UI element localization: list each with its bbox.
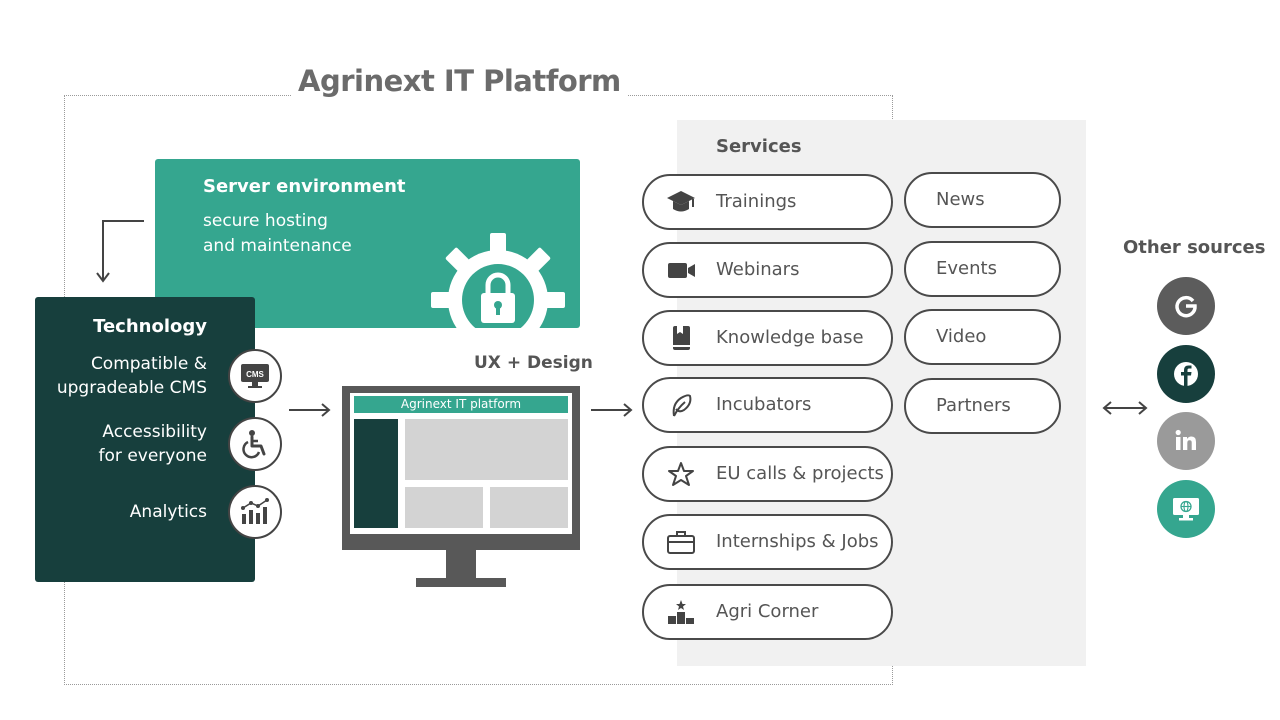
service-label: EU calls & projects xyxy=(716,463,884,484)
cms-monitor-icon: CMS xyxy=(228,349,282,403)
svg-text:CMS: CMS xyxy=(246,370,264,379)
other-sources-title: Other sources xyxy=(1123,237,1266,258)
services-title: Services xyxy=(716,136,802,157)
service-label: Trainings xyxy=(716,191,797,212)
book-icon xyxy=(673,326,690,350)
service-trainings[interactable]: Trainings xyxy=(642,174,893,230)
service-label: Video xyxy=(936,326,987,347)
podium-icon xyxy=(668,600,694,624)
service-events[interactable]: Events xyxy=(904,241,1061,297)
ux-design-label: UX + Design xyxy=(474,353,593,373)
service-incubators[interactable]: Incubators xyxy=(642,377,893,433)
analytics-label: Analytics xyxy=(129,502,207,522)
wheelchair-icon xyxy=(228,417,282,471)
service-knowledge-base[interactable]: Knowledge base xyxy=(642,310,893,366)
video-camera-icon xyxy=(668,263,695,278)
server-title: Server environment xyxy=(203,176,406,197)
service-label: Internships & Jobs xyxy=(716,531,879,552)
service-label: Incubators xyxy=(716,394,812,415)
star-icon xyxy=(668,462,694,486)
service-agri-corner[interactable]: Agri Corner xyxy=(642,584,893,640)
service-news[interactable]: News xyxy=(904,172,1061,228)
ux-to-services-arrow xyxy=(591,403,633,417)
service-eu-calls-projects[interactable]: EU calls & projects xyxy=(642,446,893,502)
page-title: Agrinext IT Platform xyxy=(292,64,627,98)
technology-to-ux-arrow xyxy=(289,403,331,417)
facebook-icon[interactable] xyxy=(1157,345,1215,403)
service-label: Webinars xyxy=(716,259,800,280)
service-webinars[interactable]: Webinars xyxy=(642,242,893,298)
monitor-base xyxy=(416,578,506,587)
cms-label: Compatible & upgradeable CMS xyxy=(56,354,207,398)
screen-content-block xyxy=(490,487,568,528)
screen-sidebar xyxy=(354,419,398,528)
server-line-2: and maintenance xyxy=(203,236,352,256)
service-label: Partners xyxy=(936,395,1011,416)
google-icon[interactable] xyxy=(1157,277,1215,335)
service-video[interactable]: Video xyxy=(904,309,1061,365)
service-label: Agri Corner xyxy=(716,601,819,622)
technology-box: Technology Compatible & upgradeable CMS … xyxy=(35,297,255,582)
service-label: Knowledge base xyxy=(716,327,864,348)
linkedin-icon[interactable] xyxy=(1157,412,1215,470)
service-label: News xyxy=(936,189,985,210)
graduation-cap-icon xyxy=(667,191,695,212)
screen-content-block xyxy=(405,487,483,528)
analytics-chart-icon xyxy=(228,485,282,539)
server-line-1: secure hosting xyxy=(203,211,328,231)
bidirectional-arrow xyxy=(1102,401,1148,415)
sprout-icon xyxy=(672,394,692,417)
screen-title-bar: Agrinext IT platform xyxy=(354,396,568,413)
accessibility-label: Accessibility for everyone xyxy=(98,422,207,466)
service-internships-jobs[interactable]: Internships & Jobs xyxy=(642,514,893,570)
briefcase-icon xyxy=(667,531,695,554)
gear-lock-icon xyxy=(431,233,565,328)
website-icon[interactable] xyxy=(1157,480,1215,538)
server-to-technology-arrow xyxy=(96,220,144,283)
service-partners[interactable]: Partners xyxy=(904,378,1061,434)
monitor-stand xyxy=(446,550,476,580)
service-label: Events xyxy=(936,258,997,279)
screen-content-block xyxy=(405,419,568,480)
technology-title: Technology xyxy=(93,316,207,337)
